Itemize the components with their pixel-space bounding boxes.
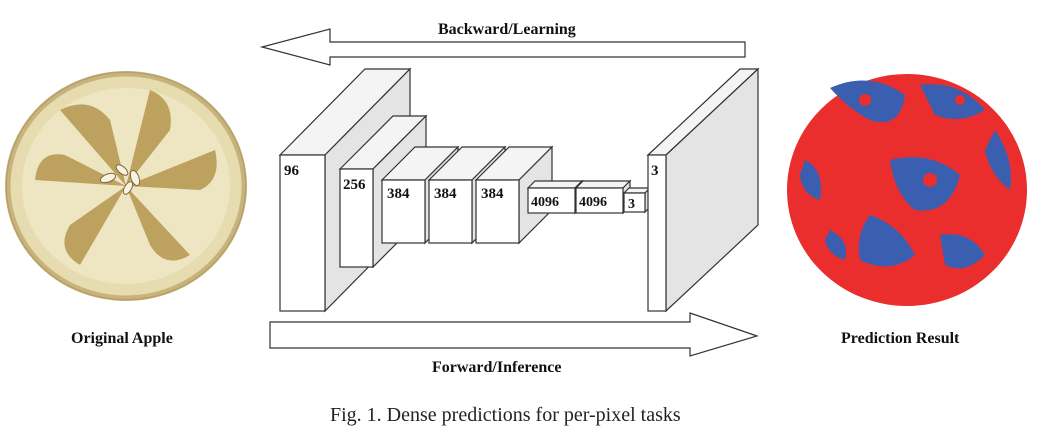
backward-arrow [259, 28, 746, 66]
forward-label: Forward/Inference [432, 359, 561, 376]
layer-label: 4096 [531, 195, 559, 210]
figure-caption: Fig. 1. Dense predictions for per-pixel … [330, 404, 681, 426]
original-apple-image [5, 71, 247, 301]
forward-arrow [269, 312, 759, 357]
layer-label: 4096 [579, 195, 607, 210]
layer-label: 96 [284, 163, 300, 179]
layer-block [474, 145, 554, 245]
layer-label: 384 [387, 186, 410, 202]
layer-label: 3 [651, 163, 659, 179]
layer-label: 384 [434, 186, 457, 202]
prediction-result-image [787, 74, 1027, 306]
layer-label: 384 [481, 186, 504, 202]
prediction-result-label: Prediction Result [841, 330, 960, 347]
layer-label: 3 [628, 197, 635, 212]
layer-block [646, 67, 760, 313]
backward-label: Backward/Learning [438, 21, 576, 38]
original-apple-label: Original Apple [71, 330, 173, 347]
layer-label: 256 [343, 177, 366, 193]
